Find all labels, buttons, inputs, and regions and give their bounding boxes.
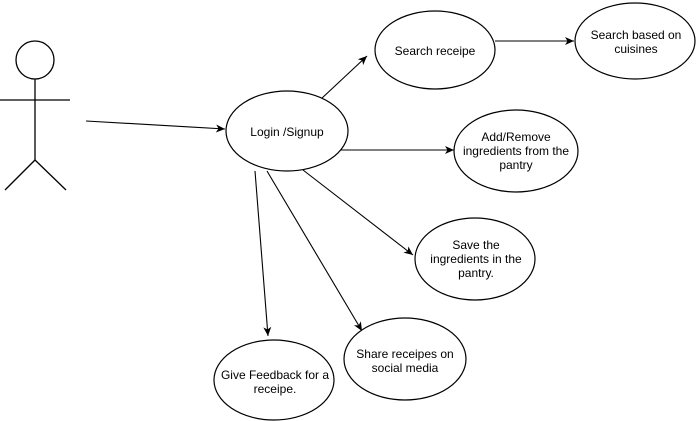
use-case-pantry-edit-label: Add/Remove ingredients from the pantry (462, 130, 570, 172)
use-case-cuisines-ellipse (574, 2, 696, 80)
actor-stick-figure (0, 40, 70, 191)
edge-login-to-pantry-save (302, 169, 414, 256)
use-case-share-ellipse (343, 317, 467, 401)
edge-login-to-share (266, 170, 363, 332)
use-case-pantry-save-ellipse (414, 217, 536, 301)
use-case-feedback-label: Give Feedback for a receipe. (220, 368, 330, 396)
use-case-pantry-edit-ellipse (453, 109, 579, 193)
edge-login-to-feedback (254, 170, 272, 337)
use-case-share-label: Share receipes on social media (356, 347, 454, 375)
use-case-login-label: Login /Signup (250, 125, 324, 139)
edge-login-to-search (320, 55, 368, 100)
use-case-feedback-ellipse (213, 339, 335, 421)
edge-actor-to-login (85, 120, 226, 133)
use-case-search-ellipse (374, 10, 496, 90)
use-case-search-label: Search receipe (394, 44, 476, 58)
actor-head (15, 40, 55, 80)
actor-right-leg (34, 159, 67, 191)
use-case-pantry-save-label: Save the ingredients in the pantry. (430, 238, 522, 280)
use-case-login-ellipse (225, 90, 349, 172)
use-case-cuisines-label: Search based on cuisines (590, 28, 682, 56)
actor-left-leg (4, 159, 36, 191)
